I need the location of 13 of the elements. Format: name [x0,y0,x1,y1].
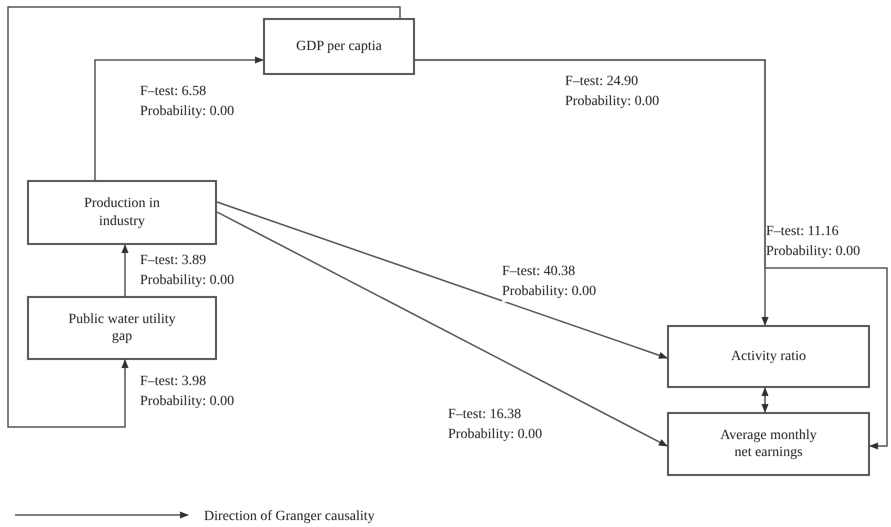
arrow [94,56,264,180]
arrow [121,244,129,296]
arrow [7,6,401,428]
legend-text: Direction of Granger causality [204,508,375,526]
variable-box: Production in industry [27,180,217,245]
arrow [216,211,668,447]
arrow [415,59,888,450]
variable-box: Average monthly net earnings [667,412,870,476]
variable-box: Public water utility gap [27,296,217,360]
arrow [216,201,668,359]
arrow [761,387,769,413]
variable-box: GDP per captia [263,18,415,75]
variable-box: Activity ratio [667,325,870,388]
